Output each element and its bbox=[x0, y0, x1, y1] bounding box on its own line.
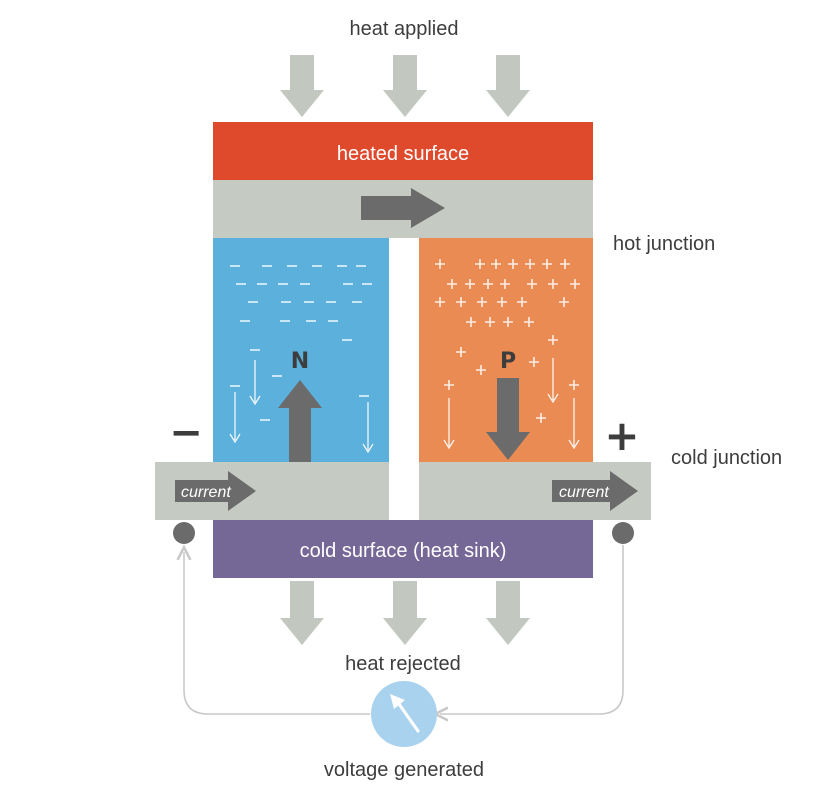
n-type-drift-arrows bbox=[229, 360, 374, 454]
current-label-left: current bbox=[181, 484, 231, 501]
positive-terminal-sign: + bbox=[604, 411, 639, 460]
negative-terminal bbox=[173, 522, 195, 544]
n-type-up-arrow-icon bbox=[278, 380, 322, 462]
heat-out-arrow-1-icon bbox=[280, 581, 324, 645]
heated-surface-bar bbox=[213, 122, 593, 180]
p-type-down-arrow-icon bbox=[486, 378, 530, 460]
heat-out-arrow-3-icon bbox=[486, 581, 530, 645]
heat-rejected-label: heat rejected bbox=[345, 653, 461, 675]
heat-in-arrows bbox=[280, 55, 530, 117]
heat-in-arrow-3-icon bbox=[486, 55, 530, 117]
positive-terminal bbox=[612, 522, 634, 544]
heat-out-arrows bbox=[280, 581, 530, 645]
heat-in-arrow-2-icon bbox=[383, 55, 427, 117]
cold-surface-bar bbox=[213, 520, 593, 578]
p-type-label: P bbox=[500, 349, 516, 374]
heated-surface-label: heated surface bbox=[337, 143, 469, 165]
n-type-electrons bbox=[230, 265, 372, 421]
heat-applied-label: heat applied bbox=[350, 18, 459, 40]
current-arrow-right-icon bbox=[552, 471, 638, 511]
wire-right bbox=[440, 545, 624, 714]
cold-surface-label: cold surface (heat sink) bbox=[300, 540, 507, 562]
hot-junction-label: hot junction bbox=[613, 233, 715, 255]
n-type-label: N bbox=[291, 349, 309, 374]
current-label-right: current bbox=[559, 484, 609, 501]
heat-in-arrow-1-icon bbox=[280, 55, 324, 117]
current-arrow-left-icon bbox=[175, 471, 256, 511]
wire-left bbox=[184, 552, 370, 715]
gauge-needle-icon bbox=[390, 694, 420, 733]
voltmeter-dial bbox=[371, 681, 437, 747]
cold-junction-label: cold junction bbox=[671, 447, 782, 469]
negative-terminal-sign: − bbox=[169, 410, 203, 456]
p-type-holes bbox=[435, 259, 580, 423]
heat-out-arrow-2-icon bbox=[383, 581, 427, 645]
hot-junction-current-arrow-icon bbox=[361, 188, 445, 228]
voltage-generated-label: voltage generated bbox=[324, 759, 484, 781]
p-type-drift-arrows bbox=[443, 358, 580, 450]
